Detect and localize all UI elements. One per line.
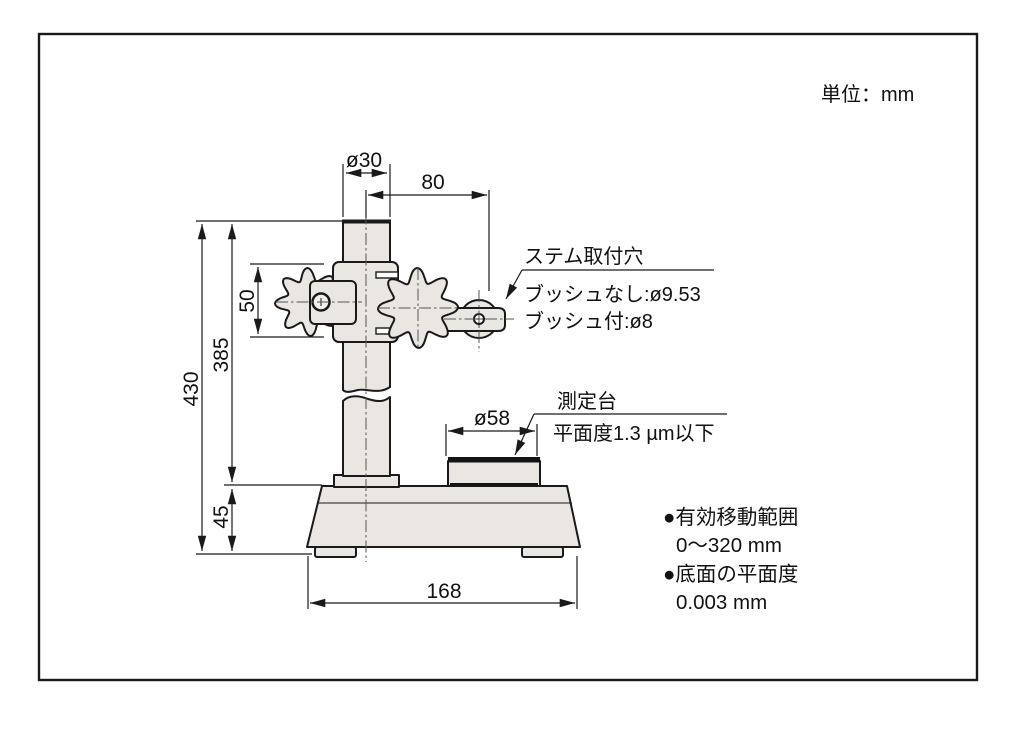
note-bottom-flatness-label: ●底面の平面度 — [663, 563, 798, 586]
dim-label-anvil-diameter: ø58 — [474, 407, 510, 430]
note-bottom-flatness-value: 0.003 mm — [676, 591, 767, 614]
anvil-measuring-face — [448, 457, 540, 463]
dim-label-base-height: 45 — [210, 505, 233, 528]
anvil-body — [447, 460, 541, 487]
extension-lines — [196, 164, 578, 609]
stem-hole-without-bush: ブッシュなし:ø9.53 — [524, 282, 701, 306]
column-lower — [342, 395, 391, 477]
dim-label-total-height: 430 — [180, 371, 203, 406]
clamp-slit-upper — [375, 271, 399, 279]
note-travel-value: 0～320 mm — [676, 534, 782, 557]
dim-label-column-height: 385 — [210, 337, 233, 372]
leader-lines — [505, 269, 727, 456]
anvil-title: 測定台 — [557, 390, 617, 413]
stem-label-leader — [505, 269, 523, 300]
base-foot-left — [314, 546, 357, 558]
dim-label-knob-span: 50 — [236, 289, 259, 312]
stem-hole-with-bush: ブッシュ付:ø8 — [524, 309, 653, 333]
base-body — [306, 485, 581, 548]
anvil-group — [447, 457, 541, 487]
slider-assembly-group — [274, 261, 506, 349]
spec-notes: ●有効移動範囲 0～320 mm ●底面の平面度 0.003 mm — [663, 506, 798, 614]
drawing-frame — [37, 32, 979, 682]
unit-note: 単位：mm — [821, 83, 914, 106]
stem-hole-title: ステム取付穴 — [524, 245, 643, 268]
base-foot-right — [521, 546, 564, 558]
note-travel-label: ●有効移動範囲 — [663, 506, 798, 529]
centerlines — [276, 192, 514, 562]
stand-base-group — [306, 474, 581, 558]
anvil-flatness: 平面度1.3 µm以下 — [553, 422, 715, 445]
anvil-label-leader — [514, 413, 535, 456]
dim-label-column-diameter: ø30 — [346, 149, 382, 172]
dimension-lines — [197, 168, 575, 608]
dim-label-base-width: 168 — [426, 580, 461, 603]
dim-label-arm-reach: 80 — [421, 171, 444, 194]
